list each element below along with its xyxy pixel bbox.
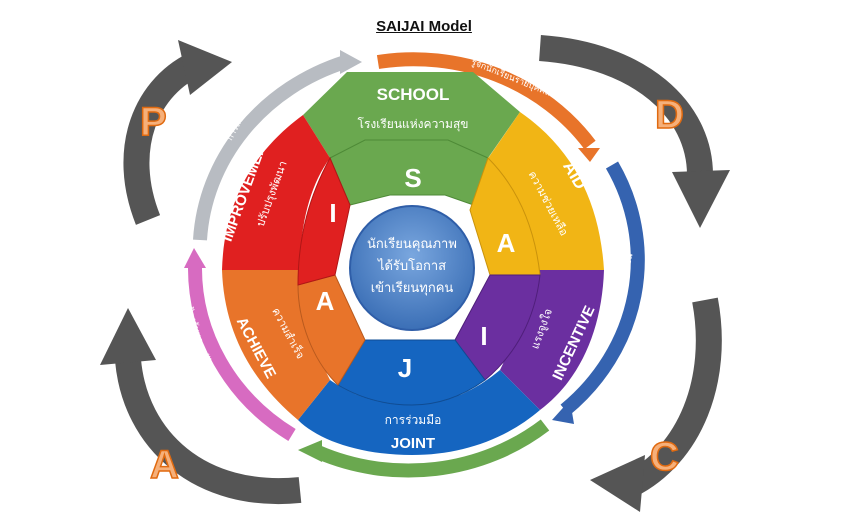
joint-letter: J [398, 353, 412, 383]
ring-label-bottom: ส่งเสริมนักเรียน [385, 480, 445, 491]
pdca-letter-c: C [650, 435, 679, 479]
incentive-letter: I [480, 321, 487, 351]
school-letter: S [404, 163, 421, 193]
pdca-arrow-c [590, 297, 722, 512]
ring-arrow-top-right [376, 52, 596, 150]
pdca-letter-d: D [655, 93, 684, 137]
school-thai: โรงเรียนแห่งความสุข [358, 117, 469, 132]
center-circle [349, 205, 475, 331]
diagram-title: SAIJAI Model [376, 18, 472, 35]
ring-arrow-left [187, 264, 296, 441]
aid-letter: A [497, 228, 516, 258]
achieve-letter: A [316, 286, 335, 316]
center-line1: นักเรียนคุณภาพ [367, 236, 457, 252]
segment-school [303, 72, 520, 158]
center-line2: ได้รับโอกาส [377, 258, 446, 274]
pdca-letter-p: P [140, 100, 167, 144]
pdca-arrow-p [123, 40, 232, 225]
segment-aid [480, 112, 604, 270]
ring-arrow-bottom [315, 419, 550, 478]
ring-arrow-top-left [193, 55, 348, 241]
segment-improvement [222, 115, 330, 270]
pdca-arrow-d [538, 35, 730, 228]
joint-thai: การร่วมมือ [385, 413, 442, 427]
pdca-arrow-a [100, 308, 302, 505]
pdca-letter-a: A [150, 443, 179, 487]
segment-joint [298, 370, 540, 455]
center-line3: เข้าเรียนทุกคน [371, 280, 454, 296]
inner-ring [297, 139, 541, 406]
improvement-letter: I [329, 198, 336, 228]
school-title: SCHOOL [377, 85, 450, 104]
ring-arrow-right [560, 161, 645, 416]
joint-title: JOINT [391, 435, 435, 452]
